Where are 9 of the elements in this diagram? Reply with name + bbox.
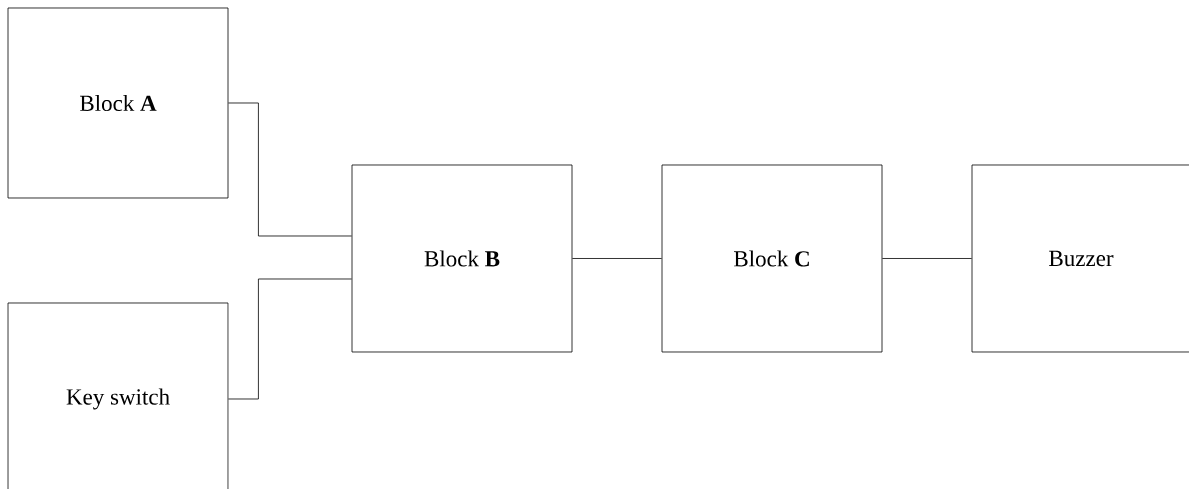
connector-line	[228, 278, 352, 400]
connector-line	[882, 258, 972, 259]
block-box: Buzzer	[971, 164, 1189, 353]
block-box: Block B	[351, 164, 573, 353]
block-box: Key switch	[7, 302, 229, 489]
block-box: Block A	[7, 7, 229, 199]
connector-line	[572, 258, 662, 259]
block-box: Block C	[661, 164, 883, 353]
connector-line	[228, 102, 352, 237]
